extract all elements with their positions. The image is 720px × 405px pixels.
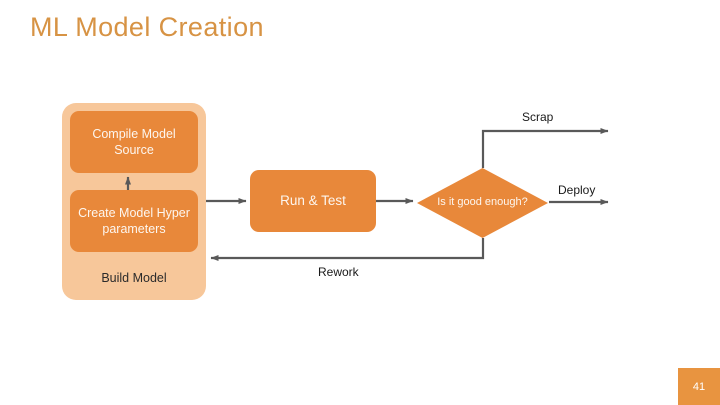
edge-label-deploy: Deploy — [558, 183, 596, 197]
page-title: ML Model Creation — [30, 12, 264, 42]
node-compile-model-source[interactable]: Compile Model Source — [70, 111, 198, 173]
edge-label-rework: Rework — [318, 265, 359, 279]
node-create-model-hyper-parameters[interactable]: Create Model Hyper parameters — [70, 190, 198, 252]
group-label-build-model: Build Model — [101, 271, 167, 285]
node-decision-label: Is it good enough? — [437, 196, 528, 209]
edge-decision-scrap — [481, 128, 609, 168]
flowchart-diagram: Build Model Compile Model Source Create … — [62, 103, 609, 300]
node-run-and-test[interactable]: Run & Test — [250, 170, 376, 232]
page-number-badge: 41 — [678, 368, 720, 405]
edge-decision-rework — [210, 238, 485, 261]
node-decision-is-it-good-enough[interactable]: Is it good enough? — [417, 168, 548, 238]
edge-label-scrap: Scrap — [522, 110, 554, 124]
